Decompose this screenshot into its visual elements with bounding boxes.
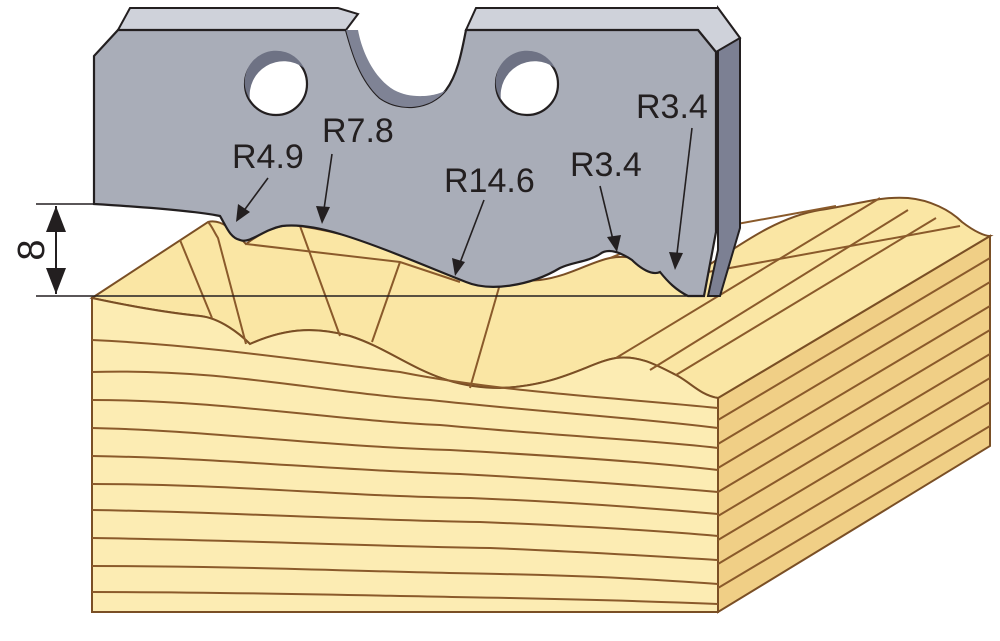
- radius-label-r14-6: R14.6: [444, 162, 535, 200]
- end-grain-lines: [717, 257, 991, 589]
- dimension-arrow-top: [46, 206, 66, 232]
- radius-label-r7-8: R7.8: [322, 112, 394, 150]
- height-dimension-label: 8: [11, 239, 53, 260]
- dimension-arrow-bottom: [46, 268, 66, 294]
- leader-arrow-r7-8: [316, 206, 330, 224]
- top-profile-lines: [179, 197, 961, 389]
- knife-top-bevel: [116, 7, 360, 31]
- mounting-hole-right: [494, 50, 560, 117]
- wood-block: [89, 196, 994, 614]
- height-dimension: 8: [11, 203, 704, 297]
- radius-label-r3-4-a: R3.4: [570, 146, 642, 184]
- leader-arrow-r14-6: [452, 258, 465, 276]
- leader-arrow-r3-4-a: [607, 235, 621, 252]
- radius-callouts: R4.9 R7.8 R14.6 R3.4 R3.4: [232, 88, 708, 276]
- leader-arrow-r3-4-b: [669, 252, 683, 270]
- front-grain-lines: [91, 339, 719, 605]
- mounting-hole-left: [243, 50, 309, 117]
- radius-label-r4-9: R4.9: [232, 138, 304, 176]
- wood-front-face: [91, 296, 719, 613]
- profile-knife: [92, 4, 742, 298]
- leader-arrow-r4-9: [236, 204, 250, 222]
- radius-label-r3-4-b: R3.4: [636, 88, 708, 126]
- knife-notch-shade: [346, 30, 446, 108]
